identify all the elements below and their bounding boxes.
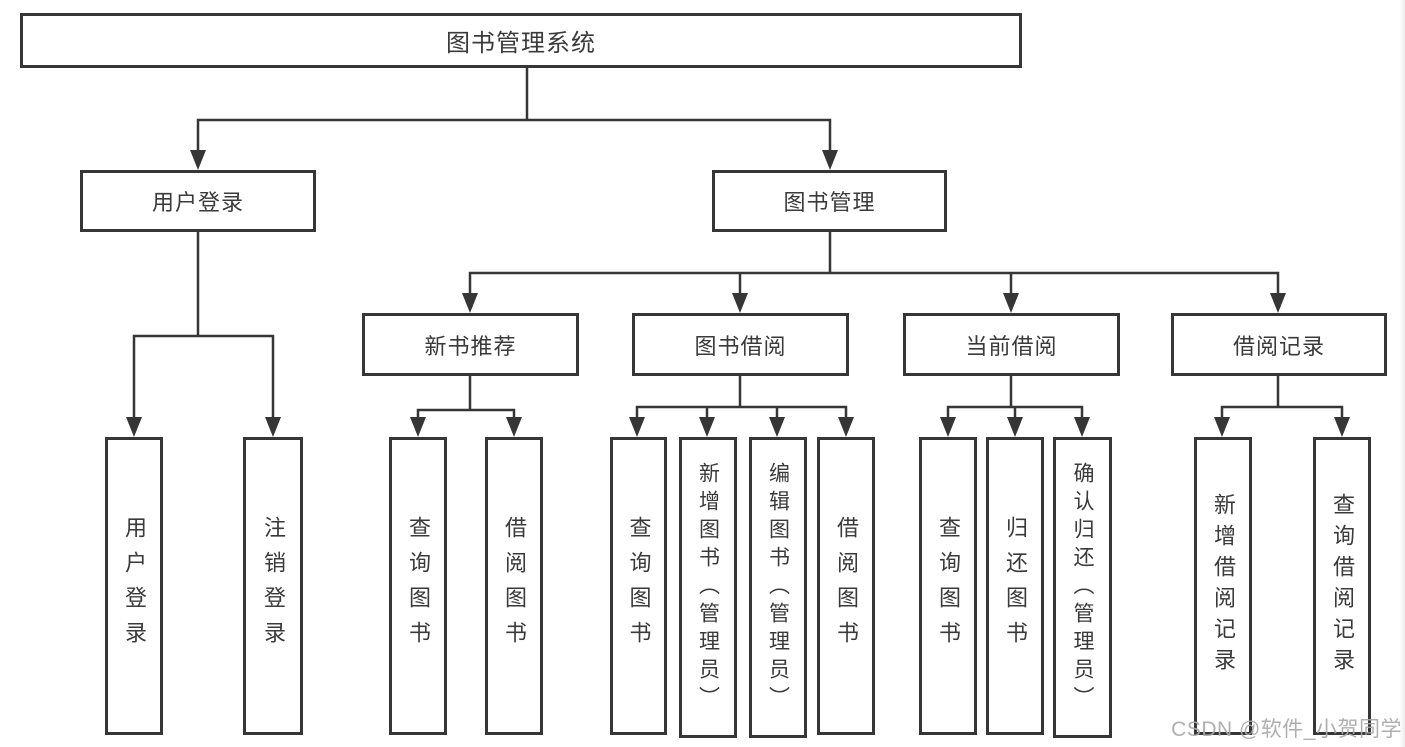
leaf-user-login-label: 用户登录 [122,516,147,656]
leaf-current-confirm-return-admin-label: 确认归还（管理员） [1071,461,1094,714]
node-borrow-records: 借阅记录 [1171,313,1387,376]
node-user-login-label: 用户登录 [151,190,244,215]
leaf-logout-label: 注销登录 [261,516,286,656]
leaf-recommend-borrow-book-label: 借阅图书 [502,516,527,656]
node-book-management-label: 图书管理 [783,190,876,215]
leaf-records-add-record: 新增借阅记录 [1194,437,1252,735]
node-borrow-records-label: 借阅记录 [1232,333,1325,359]
node-book-borrow: 图书借阅 [632,313,849,376]
node-root: 图书管理系统 [20,13,1022,68]
leaf-borrow-borrow-book-label: 借阅图书 [834,516,859,656]
leaf-user-login: 用户登录 [105,437,163,735]
leaf-records-query-record-label: 查询借阅记录 [1330,493,1355,679]
leaf-borrow-edit-book-admin: 编辑图书（管理员） [749,437,807,738]
leaf-borrow-query-book-label: 查询图书 [626,516,652,656]
leaf-borrow-query-book: 查询图书 [610,437,667,735]
leaf-borrow-add-book-admin: 新增图书（管理员） [679,437,737,738]
leaf-borrow-add-book-admin-label: 新增图书（管理员） [696,461,720,714]
leaf-records-query-record: 查询借阅记录 [1313,437,1371,735]
node-new-book-recommend-label: 新书推荐 [424,333,517,359]
leaf-recommend-borrow-book: 借阅图书 [485,437,543,735]
leaf-recommend-query-book: 查询图书 [389,437,447,735]
leaf-logout: 注销登录 [243,437,303,735]
leaf-current-query-book-label: 查询图书 [936,516,961,656]
leaf-borrow-borrow-book: 借阅图书 [817,437,875,735]
node-user-login: 用户登录 [80,170,316,232]
csdn-watermark: CSDN @软件_小贺同学 [1171,718,1402,741]
leaf-current-query-book: 查询图书 [919,437,977,735]
node-root-label: 图书管理系统 [446,30,596,57]
screenshot-edge-shade [1399,0,1405,747]
node-current-borrow: 当前借阅 [903,313,1120,376]
node-book-borrow-label: 图书借阅 [694,333,787,359]
connector-segments [132,66,1344,424]
leaf-current-return-book-label: 归还图书 [1003,516,1028,656]
node-book-management: 图书管理 [712,170,947,232]
leaf-current-return-book: 归还图书 [986,437,1044,735]
leaf-recommend-query-book-label: 查询图书 [406,516,431,656]
node-new-book-recommend: 新书推荐 [362,313,579,376]
leaf-borrow-edit-book-admin-label: 编辑图书（管理员） [766,461,790,714]
leaf-records-add-record-label: 新增借阅记录 [1211,493,1236,679]
arrowheads [126,150,1350,437]
node-current-borrow-label: 当前借阅 [965,333,1058,359]
leaf-current-confirm-return-admin: 确认归还（管理员） [1053,437,1112,738]
